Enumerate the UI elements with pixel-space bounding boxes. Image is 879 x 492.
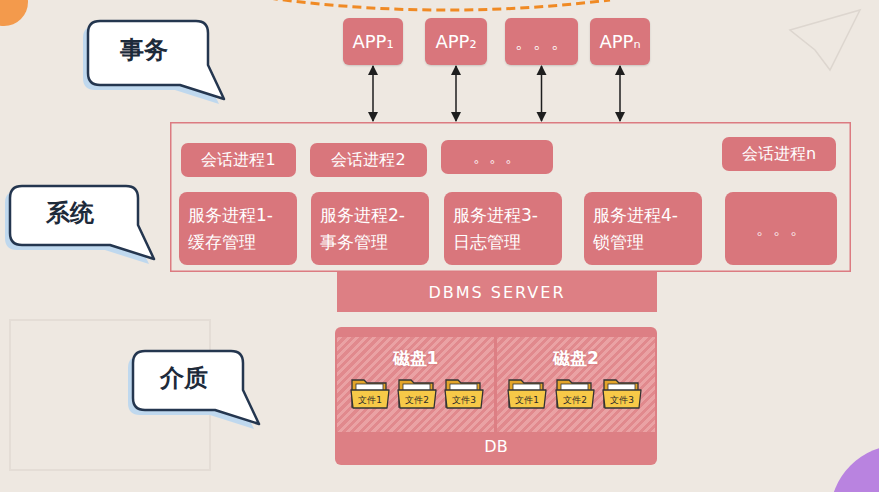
process-label: 会话进程1: [201, 150, 275, 171]
app-label: APP₁: [352, 31, 393, 52]
layer-label: 事务: [120, 34, 168, 66]
file-icon: 文件1: [507, 375, 547, 410]
service-box: 。。。: [725, 192, 837, 265]
layer-label: 系统: [46, 197, 94, 229]
folder-front: [445, 390, 483, 408]
corner-blob: [830, 445, 879, 492]
process-box: 会话进程2: [310, 143, 427, 177]
speech-bubble: 介质: [125, 345, 265, 430]
connector-arrow: [541, 66, 543, 121]
app-label: 。。。: [515, 30, 569, 54]
database-box: 文件1 文件2 文件3 磁盘1 文件1 文件2 文件3 磁盘2DB: [335, 327, 657, 465]
file-label: 文件2: [397, 394, 437, 407]
folder-front: [508, 390, 546, 408]
connector-arrow: [372, 66, 374, 121]
file-label: 文件1: [350, 394, 390, 407]
paper-plane: [790, 10, 860, 70]
process-box: 会话进程n: [722, 137, 836, 171]
connector-arrow: [619, 66, 621, 121]
layer-label: 介质: [160, 362, 208, 394]
folder-front: [398, 390, 436, 408]
app-label: APPₙ: [599, 31, 640, 52]
app-box: APP₂: [425, 18, 487, 65]
process-label: 。。。: [473, 147, 521, 168]
service-box: 服务进程2- 事务管理: [311, 192, 429, 265]
file-icon: 文件3: [602, 375, 642, 410]
service-label: 服务进程3- 日志管理: [453, 202, 553, 255]
file-label: 文件3: [444, 394, 484, 407]
folder-front: [351, 390, 389, 408]
file-label: 文件1: [507, 394, 547, 407]
service-box: 服务进程4- 锁管理: [584, 192, 702, 265]
database-label: DB: [335, 437, 657, 456]
disk-label: 磁盘1: [337, 347, 494, 370]
speech-bubble: 系统: [2, 180, 160, 265]
process-label: 会话进程n: [742, 144, 816, 165]
app-box: 。。。: [505, 18, 578, 65]
file-icon: 文件2: [555, 375, 595, 410]
process-box: 会话进程1: [181, 143, 296, 177]
disk-region: 文件1 文件2 文件3 磁盘2: [497, 337, 655, 432]
service-label: 。。。: [756, 215, 807, 241]
app-label: APP₂: [435, 31, 476, 52]
folder-front: [556, 390, 594, 408]
bubble-outline: [88, 21, 224, 99]
dashed-arc: [255, 0, 610, 10]
service-label: 服务进程1- 缓存管理: [188, 202, 288, 255]
disk-label: 磁盘2: [497, 347, 655, 370]
process-box: 。。。: [441, 140, 553, 174]
connector-arrow: [455, 66, 457, 121]
system-frame: 会话进程1 会话进程2 。。。 会话进程n 服务进程1- 缓存管理服务进程2- 事务管理…: [170, 122, 851, 272]
folder-front: [603, 390, 641, 408]
service-label: 服务进程4- 锁管理: [593, 202, 693, 255]
file-icon: 文件3: [444, 375, 484, 410]
service-label: 服务进程2- 事务管理: [320, 202, 420, 255]
disk-region: 文件1 文件2 文件3 磁盘1: [337, 337, 494, 432]
app-box: APPₙ: [590, 18, 650, 65]
file-icon: 文件1: [350, 375, 390, 410]
process-label: 会话进程2: [331, 150, 405, 171]
bubble-outline: [10, 186, 154, 259]
speech-bubble: 事务: [80, 15, 230, 105]
corner-blob: [0, 0, 28, 26]
service-box: 服务进程1- 缓存管理: [179, 192, 297, 265]
file-icon: 文件2: [397, 375, 437, 410]
app-box: APP₁: [343, 18, 403, 65]
file-label: 文件2: [555, 394, 595, 407]
file-label: 文件3: [602, 394, 642, 407]
server-label: DBMS SERVER: [337, 272, 657, 312]
bubble-outline: [133, 351, 259, 424]
service-box: 服务进程3- 日志管理: [444, 192, 562, 265]
